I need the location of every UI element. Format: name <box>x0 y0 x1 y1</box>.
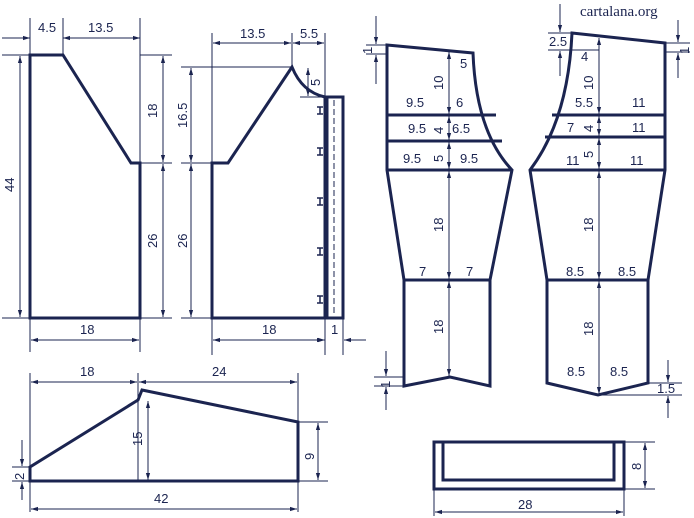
collar-outline <box>28 388 300 483</box>
s1-a1: 5 <box>460 56 467 71</box>
s2-a4: 4 <box>581 49 588 64</box>
collar-left-label: 2 <box>12 473 27 480</box>
s2-low-len: 18 <box>581 322 596 336</box>
pocket: 8 28 <box>432 440 655 516</box>
s2-cap-right: 1 <box>677 47 692 54</box>
collar-height-label: 15 <box>130 432 145 446</box>
back-neck-width-label: 13.5 <box>240 26 265 41</box>
watermark-text: cartalana.org <box>580 4 658 20</box>
s1-cap: 10 <box>431 76 446 90</box>
s2-mid-len: 18 <box>581 218 596 232</box>
front-neck-depth-label: 18 <box>145 104 160 118</box>
sleeve-2: 2.5 1 4 10 5.5 11 7 4 11 5 11 11 18 8.5 … <box>528 4 692 418</box>
collar-top-right-label: 24 <box>212 364 226 379</box>
s1-r1-right: 6 <box>456 95 463 110</box>
s2-cap: 10 <box>581 76 596 90</box>
pocket-width-label: 28 <box>518 497 532 512</box>
buttonholes <box>317 106 323 304</box>
s2-r2-mid: 4 <box>581 125 596 132</box>
pocket-height-label: 8 <box>629 463 644 470</box>
s1-r3-right: 9.5 <box>460 151 478 166</box>
s1-top-offset: 1 <box>360 47 375 54</box>
back-panel: 13.5 5.5 5 16.5 26 18 1 <box>175 26 366 355</box>
back-width-label: 18 <box>262 322 276 337</box>
back-shoulder-label: 5.5 <box>300 26 318 41</box>
pocket-outline <box>432 440 626 491</box>
front-outline <box>28 53 142 320</box>
front-shoulder-label: 4.5 <box>38 20 56 35</box>
s2-r3-left: 11 <box>566 153 580 168</box>
back-button-band <box>325 95 345 320</box>
s2-r5-right: 8.5 <box>610 364 628 379</box>
back-collar-label: 5 <box>308 79 323 86</box>
collar-right-label: 9 <box>302 453 317 460</box>
front-width-label: 18 <box>80 322 94 337</box>
s1-r4-right: 7 <box>466 264 473 279</box>
s2-bottom-offset: 1.5 <box>657 381 675 396</box>
back-band-label: 1 <box>331 322 338 337</box>
s1-r2-left: 9.5 <box>408 121 426 136</box>
s2-r1-right: 11 <box>632 95 646 110</box>
s2-r3-right: 11 <box>630 153 644 168</box>
s2-r4-left: 8.5 <box>566 264 584 279</box>
collar-width-label: 42 <box>154 491 168 506</box>
s1-r3-mid: 5 <box>431 155 446 162</box>
back-outline <box>210 63 327 320</box>
collar-top-left-label: 18 <box>80 364 94 379</box>
s2-r2-right: 11 <box>632 120 646 135</box>
s1-bottom-offset: 1 <box>378 381 393 388</box>
back-armhole-label: 16.5 <box>175 103 190 128</box>
s1-r2-mid: 4 <box>431 127 446 134</box>
s1-mid-len: 18 <box>431 218 446 232</box>
s1-r4-left: 7 <box>419 264 426 279</box>
s2-r5-left: 8.5 <box>567 364 585 379</box>
front-neck-width-label: 13.5 <box>88 20 113 35</box>
sleeve-1-outline <box>385 43 514 388</box>
s2-cap-left: 2.5 <box>549 34 567 49</box>
sleeve-2-outline <box>528 31 667 397</box>
collar-piece: 18 24 2 15 9 42 <box>12 364 328 512</box>
front-side-label: 26 <box>145 234 160 248</box>
s1-low-len: 18 <box>431 320 446 334</box>
front-height-label: 44 <box>2 178 17 192</box>
s1-r2-right: 6.5 <box>452 121 470 136</box>
s2-r4-right: 8.5 <box>618 264 636 279</box>
s2-r1-left: 5.5 <box>575 95 593 110</box>
s2-r2-left: 7 <box>567 120 574 135</box>
s1-r1-left: 9.5 <box>406 95 424 110</box>
s1-r3-left: 9.5 <box>403 151 421 166</box>
front-panel: 4.5 13.5 44 18 26 18 <box>2 18 172 352</box>
sleeve-1: 1 10 5 9.5 6 9.5 4 6.5 9.5 5 9.5 18 7 7 … <box>360 16 514 410</box>
s2-r3-mid: 5 <box>581 151 596 158</box>
back-side-label: 26 <box>175 234 190 248</box>
